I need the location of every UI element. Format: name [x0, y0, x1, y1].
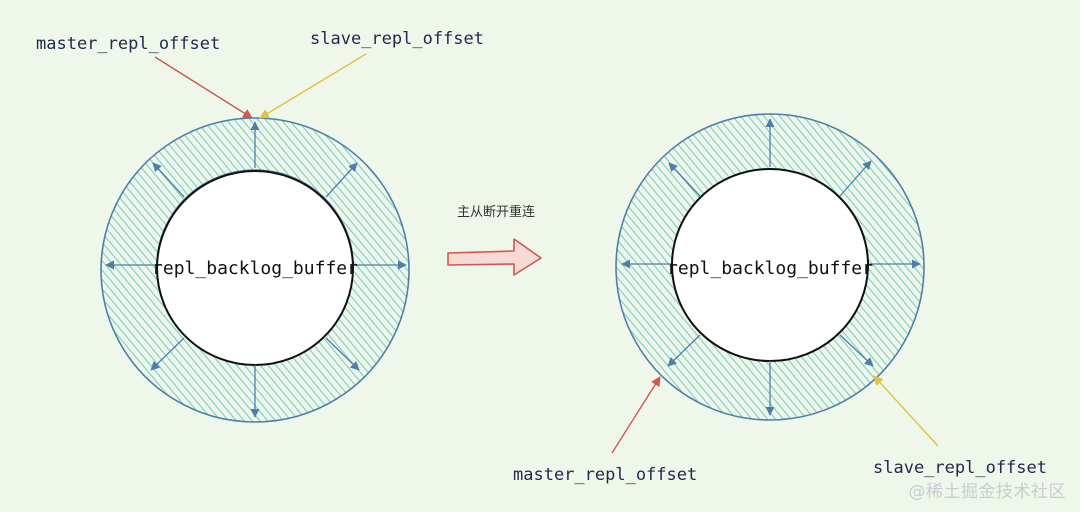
- left-master-pointer: [154, 56, 253, 119]
- watermark: @稀土掘金技术社区: [908, 482, 1066, 502]
- left-buffer-label: repl_backlog_buffer: [152, 258, 358, 279]
- left-slave-pointer: [259, 53, 367, 119]
- left-ring: repl_backlog_buffer: [100, 117, 410, 423]
- transition-label: 主从断开重连: [457, 204, 535, 220]
- right-master-pointer: [611, 376, 661, 454]
- transition-arrow: [447, 238, 542, 276]
- right-master-label: master_repl_offset: [513, 465, 697, 485]
- right-buffer-label: repl_backlog_buffer: [667, 258, 873, 279]
- right-slave-label: slave_repl_offset: [873, 458, 1047, 478]
- left-growth-arrows: [105, 121, 407, 418]
- right-slave-pointer: [873, 375, 939, 447]
- left-slave-label: slave_repl_offset: [310, 29, 484, 49]
- right-ring: repl_backlog_buffer: [615, 113, 925, 421]
- left-master-label: master_repl_offset: [36, 34, 220, 54]
- right-growth-arrows: [621, 118, 921, 416]
